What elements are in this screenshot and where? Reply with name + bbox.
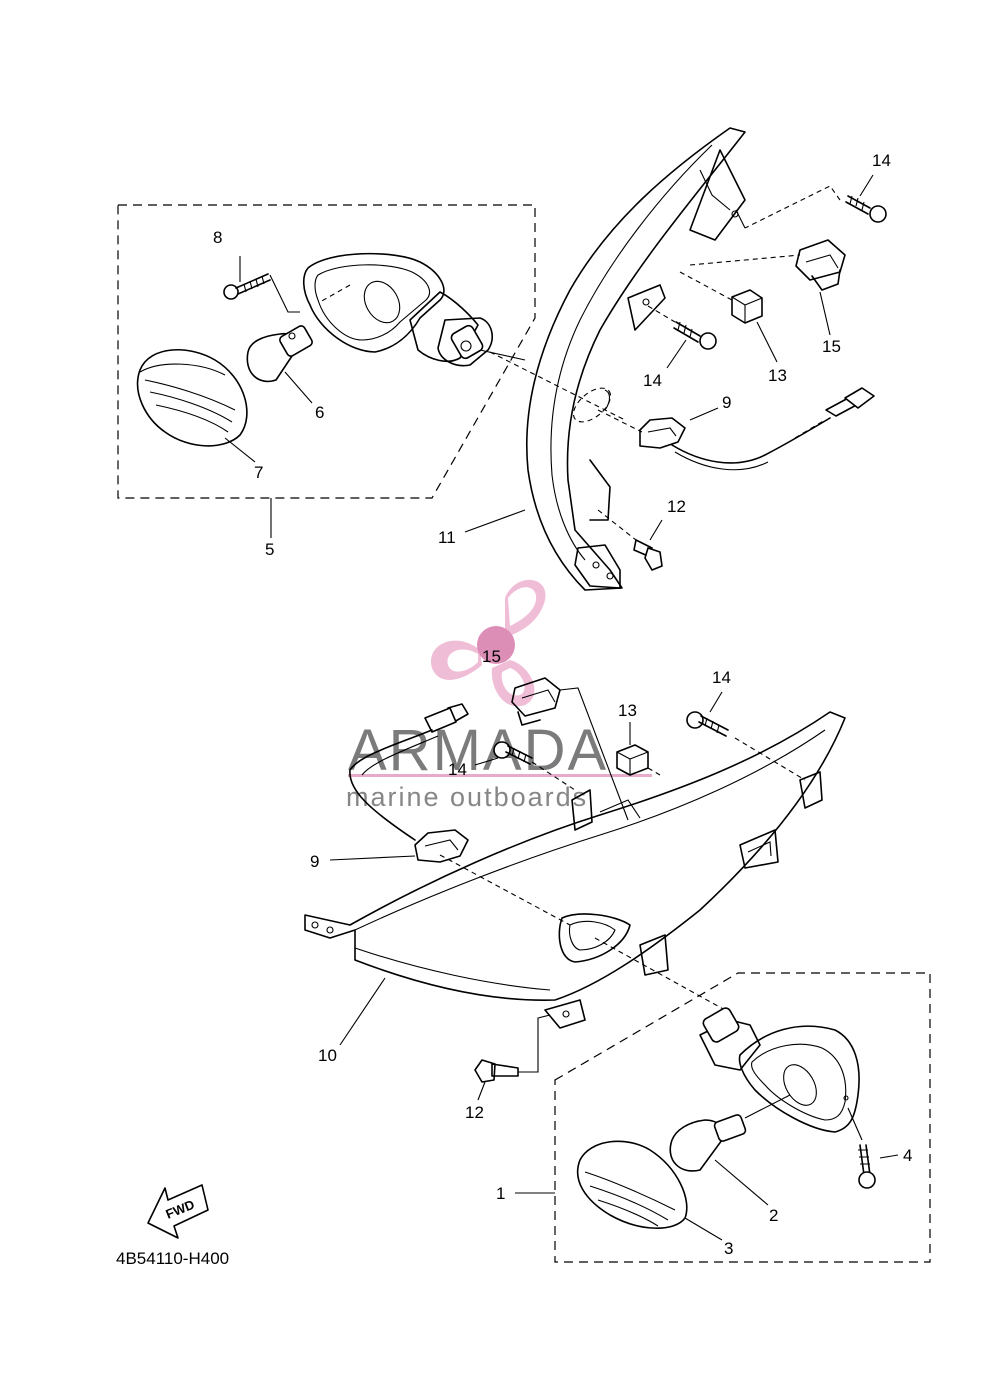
callout-13-b: 13 [618,701,637,720]
callout-7: 7 [254,463,263,482]
bulb-2 [669,1114,747,1172]
lens-3 [576,1140,688,1229]
rivet-12-lower [474,1059,519,1083]
block-13-top [731,289,763,324]
screw-14-mid [673,321,717,350]
watermark-subtitle: marine outboards [346,782,588,812]
group-box-5 [117,204,536,499]
callout-5: 5 [265,540,274,559]
callout-12-b: 12 [465,1103,484,1122]
callout-6: 6 [315,403,324,422]
signal-housing-upper [302,252,493,367]
callout-10: 10 [318,1046,337,1065]
screw-14-lower-right [686,711,729,737]
callout-4: 4 [903,1146,912,1165]
group-box-1 [554,972,931,1263]
screw-14-top [845,195,887,223]
lens-7 [136,349,248,447]
callout-9-b: 9 [310,852,319,871]
callout-1: 1 [496,1184,505,1203]
callout-3: 3 [724,1239,733,1258]
callout-15-a: 15 [822,337,841,356]
propeller-logo-icon [430,579,546,707]
watermark: ARMADA marine outboards [346,579,652,812]
callout-11: 11 [438,528,456,547]
bracket-11 [525,127,746,591]
signal-housing-lower [699,1007,860,1133]
callout-14-b: 14 [643,371,662,390]
callout-2: 2 [769,1206,778,1225]
fwd-arrow-icon: FWD [147,1184,209,1239]
block-13-lower [616,744,649,776]
screw-4 [858,1144,876,1189]
callout-14-c: 14 [712,668,731,687]
rivet-12-top [633,539,663,571]
callout-14-a: 14 [872,151,891,170]
callout-14-d: 14 [448,760,467,779]
callout-12-a: 12 [667,497,686,516]
connector-9-top [639,387,875,471]
watermark-title: ARMADA [348,718,608,783]
callout-9-a: 9 [722,393,731,412]
callout-8: 8 [213,228,222,247]
screw-8 [223,273,271,300]
bracket-10 [304,711,846,1029]
bulb-6 [246,325,313,383]
clip-15-lower [511,677,561,726]
diagram-code: 4B54110-H400 [116,1249,229,1268]
clip-15-top [795,239,846,291]
screw-14-lower-left [493,741,533,765]
callout-15-b: 15 [482,647,501,666]
connector-9-lower [349,703,469,863]
callout-13-a: 13 [768,366,787,385]
